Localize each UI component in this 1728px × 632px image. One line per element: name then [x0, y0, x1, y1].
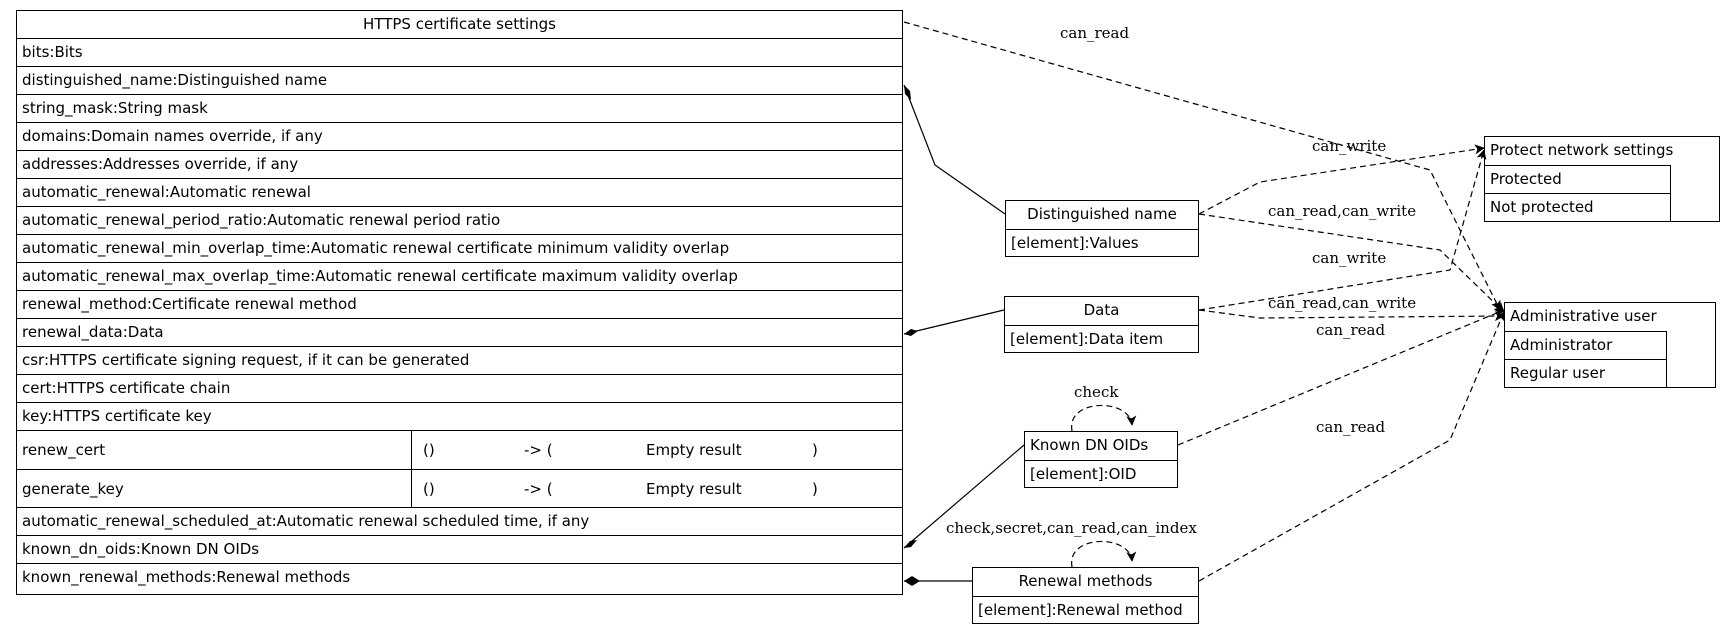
enum-row: Not protected — [1485, 193, 1671, 221]
element-row: [element]:Data item — [1005, 325, 1198, 352]
entity-title: Known DN OIDs — [1030, 436, 1149, 454]
administrative-user-entity: Administrative user Administrator Regula… — [1504, 302, 1716, 388]
diamond-distinguished-name — [904, 85, 911, 100]
edge-label: can_read,can_write — [1268, 294, 1416, 312]
field-row: automatic_renewal_min_overlap_time:Autom… — [17, 234, 902, 262]
method-name: generate_key — [22, 479, 124, 498]
diamond-renewal-methods — [904, 576, 920, 586]
method-row: generate_key () -> ( Empty result ) — [17, 469, 902, 507]
element-row: [element]:Values — [1006, 229, 1198, 256]
composition-data — [903, 309, 1005, 335]
edge-label: can_read — [1316, 321, 1385, 339]
data-entity: Data [element]:Data item — [1004, 296, 1199, 353]
field-row: renewal_method:Certificate renewal metho… — [17, 290, 902, 318]
field-row: cert:HTTPS certificate chain — [17, 374, 902, 402]
entity-title: Administrative user — [1510, 307, 1657, 325]
entity-title: Distinguished name — [1027, 205, 1177, 223]
field-row: automatic_renewal_period_ratio:Automatic… — [17, 206, 902, 234]
edge-dn-can-read-write — [1198, 213, 1505, 313]
method-args: () — [423, 441, 435, 459]
method-arrow: -> ( — [524, 441, 553, 459]
method-name: renew_cert — [22, 441, 106, 459]
field-row: distinguished_name:Distinguished name — [17, 66, 902, 94]
field-row: automatic_renewal_max_overlap_time:Autom… — [17, 262, 902, 290]
field-row: addresses:Addresses override, if any — [17, 150, 902, 178]
enum-row: Regular user — [1505, 359, 1667, 387]
protect-network-settings-entity: Protect network settings Protected Not p… — [1484, 136, 1720, 222]
edge-main-can-read — [903, 21, 1501, 311]
edge-label: check,secret,can_read,can_index — [946, 519, 1197, 537]
composition-distinguished-name — [903, 84, 1006, 215]
method-result: Empty result — [646, 441, 742, 459]
diamond-known-dn-oids — [904, 540, 917, 548]
entity-title: HTTPS certificate settings — [363, 15, 556, 33]
field-row: renewal_data:Data — [17, 318, 902, 346]
distinguished-name-entity: Distinguished name [element]:Values — [1005, 200, 1199, 257]
method-result: Empty result — [646, 479, 742, 498]
field-row: automatic_renewal_scheduled_at:Automatic… — [17, 507, 902, 535]
entity-title: Protect network settings — [1490, 141, 1674, 159]
field-row: string_mask:String mask — [17, 94, 902, 122]
edge-label: can_read — [1316, 418, 1385, 436]
method-row: renew_cert () -> ( Empty result ) — [17, 430, 902, 469]
element-row: [element]:Renewal method — [973, 596, 1198, 623]
field-row: known_dn_oids:Known DN OIDs — [17, 535, 902, 563]
edge-label: can_write — [1312, 249, 1386, 267]
edge-oids-self — [1071, 404, 1137, 432]
edge-data-can-read-write — [1198, 309, 1505, 322]
field-row: automatic_renewal:Automatic renewal — [17, 178, 902, 206]
entity-title: Data — [1083, 301, 1120, 319]
edge-renewal-self — [1071, 540, 1137, 568]
field-row: bits:Bits — [17, 38, 902, 66]
edge-label: can_write — [1312, 137, 1386, 155]
enum-row: Administrator — [1505, 331, 1667, 359]
renewal-methods-entity: Renewal methods [element]:Renewal method — [972, 567, 1199, 624]
edge-data-can-write — [1198, 149, 1487, 311]
edge-renewal-can-read — [1198, 311, 1506, 582]
edge-dn-can-write — [1198, 144, 1485, 215]
edge-label: check — [1074, 383, 1119, 401]
field-row: known_renewal_methods:Renewal methods — [17, 563, 902, 594]
method-close: ) — [812, 441, 818, 459]
known-dn-oids-entity: Known DN OIDs [element]:OID — [1024, 431, 1178, 488]
element-row: [element]:OID — [1025, 460, 1177, 487]
field-row: key:HTTPS certificate key — [17, 402, 902, 430]
entity-title: Renewal methods — [1018, 572, 1153, 590]
edge-label: can_read,can_write — [1268, 202, 1416, 220]
edge-label: can_read — [1060, 24, 1129, 42]
field-row: domains:Domain names override, if any — [17, 122, 902, 150]
field-row: csr:HTTPS certificate signing request, i… — [17, 346, 902, 374]
method-close: ) — [812, 479, 818, 498]
diamond-data — [904, 329, 918, 336]
method-args: () — [423, 479, 435, 498]
composition-known-dn-oids — [903, 444, 1025, 549]
method-arrow: -> ( — [524, 479, 553, 498]
edge-oids-can-read — [1177, 308, 1505, 446]
enum-row: Protected — [1485, 165, 1671, 193]
https-certificate-settings-entity: HTTPS certificate settings bits:Bits dis… — [16, 10, 903, 595]
